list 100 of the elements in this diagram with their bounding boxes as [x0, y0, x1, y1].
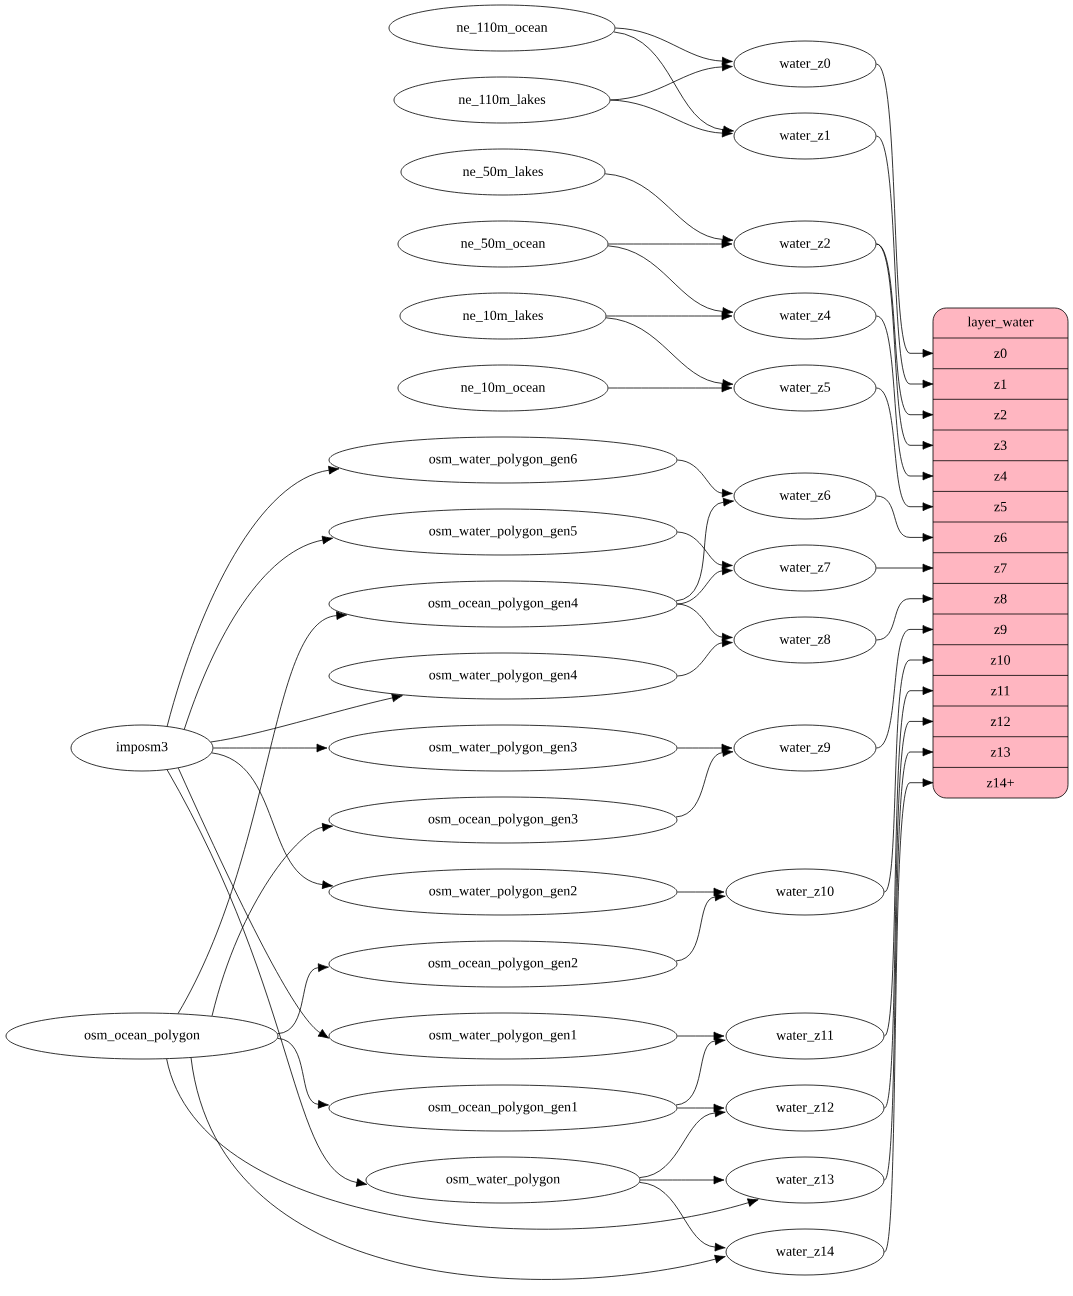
arrow: [639, 1182, 726, 1252]
arrow: [607, 245, 734, 316]
arrow: [604, 173, 734, 244]
arrow: [675, 748, 734, 818]
arrow: [615, 27, 733, 66]
ellipse-node: osm_ocean_polygon_gen1: [328, 1084, 678, 1132]
ellipse-node: ne_10m_lakes: [399, 292, 607, 340]
arrow: [876, 63, 934, 358]
arrow: [884, 655, 934, 893]
arrow: [884, 686, 934, 1037]
arrow: [639, 1108, 726, 1178]
arrow: [166, 1058, 759, 1230]
arrow: [677, 531, 733, 570]
record-field: z2: [994, 410, 1007, 420]
arrow: [876, 135, 934, 389]
record-field: z3: [994, 440, 1007, 450]
ellipse-node: osm_water_polygon_gen2: [328, 868, 678, 916]
arrow: [677, 638, 733, 677]
record-field: z11: [991, 686, 1010, 696]
ellipse-node: ne_110m_lakes: [393, 76, 611, 124]
record-field: z10: [990, 655, 1011, 665]
arrow: [166, 465, 340, 727]
arrow: [610, 62, 733, 101]
ellipse-node: water_z11: [725, 1012, 885, 1060]
record-field: z5: [994, 502, 1007, 512]
ellipse-node: water_z9: [733, 724, 877, 772]
arrow: [677, 603, 733, 642]
arrow: [884, 717, 934, 1109]
ellipse-node: water_z14: [725, 1228, 885, 1276]
record-field: z8: [994, 594, 1007, 604]
arrow: [884, 747, 934, 1181]
ellipse-node: osm_ocean_polygon_gen2: [328, 940, 678, 988]
ellipse-node: water_z4: [733, 292, 877, 340]
ellipse-node: osm_water_polygon: [365, 1156, 641, 1204]
arrow: [610, 99, 733, 138]
arrow: [876, 594, 934, 641]
ellipse-node: water_z0: [733, 40, 877, 88]
ellipse-node: water_z13: [725, 1156, 885, 1204]
arrow: [606, 311, 733, 321]
arrow: [876, 387, 934, 512]
arrow: [675, 892, 726, 962]
arrow: [211, 822, 334, 1017]
arrow: [677, 743, 733, 753]
arrow: [190, 1057, 726, 1280]
arrow: [876, 315, 934, 481]
record-field: z0: [994, 348, 1007, 359]
ellipse-node: osm_water_polygon_gen5: [328, 508, 678, 556]
arrow: [211, 752, 334, 890]
ellipse-node: osm_ocean_polygon_gen4: [328, 580, 678, 628]
arrow: [183, 535, 334, 730]
ellipse-node: osm_water_polygon_gen6: [328, 436, 678, 484]
ellipse-node: osm_ocean_polygon_gen3: [328, 796, 678, 844]
arrow: [876, 563, 934, 573]
arrow: [876, 495, 934, 542]
ellipse-node: ne_50m_lakes: [400, 148, 606, 196]
record-field: z1: [994, 379, 1007, 389]
arrow: [213, 743, 328, 753]
arrow: [677, 1031, 725, 1041]
record-field: z14+: [986, 778, 1014, 788]
record-field: z13: [990, 747, 1011, 757]
arrow: [177, 767, 330, 1039]
arrow: [608, 383, 733, 393]
ellipse-node: osm_water_polygon_gen1: [328, 1012, 678, 1060]
arrow: [677, 887, 725, 897]
arrow: [677, 459, 733, 498]
ellipse-node: osm_water_polygon_gen4: [328, 652, 678, 700]
ellipse-node: imposm3: [70, 724, 214, 772]
arrow: [608, 239, 733, 249]
ellipse-node: ne_10m_ocean: [397, 364, 609, 412]
ellipse-node: osm_water_polygon_gen3: [328, 724, 678, 772]
ellipse-node: water_z5: [733, 364, 877, 412]
arrow: [605, 317, 734, 388]
arrow: [166, 769, 368, 1187]
arrow: [210, 693, 403, 743]
arrow: [613, 31, 734, 135]
arrow: [675, 1036, 726, 1106]
record-field: z6: [994, 532, 1007, 543]
ellipse-node: osm_ocean_polygon: [5, 1012, 279, 1060]
ellipse-node: water_z10: [725, 868, 885, 916]
arrow: [277, 1038, 329, 1109]
ellipse-node: water_z1: [733, 112, 877, 160]
arrow: [677, 1103, 725, 1113]
ellipse-node: water_z7: [733, 544, 877, 592]
arrow: [876, 625, 934, 749]
ellipse-node: water_z8: [733, 616, 877, 664]
ellipse-node: water_z2: [733, 220, 877, 268]
arrow: [177, 611, 348, 1014]
ellipse-node: ne_50m_ocean: [397, 220, 609, 268]
record-field: z7: [994, 563, 1007, 573]
arrow: [675, 497, 734, 602]
arrow: [884, 778, 934, 1253]
ellipse-node: water_z6: [733, 472, 877, 520]
record-field: z9: [994, 624, 1007, 635]
ellipse-node: ne_110m_ocean: [388, 4, 616, 52]
record-field: z12: [990, 716, 1010, 727]
arrow: [277, 963, 329, 1035]
arrow: [640, 1175, 725, 1185]
ellipse-node: water_z12: [725, 1084, 885, 1132]
record-field: z4: [994, 471, 1007, 481]
arrow: [677, 566, 733, 605]
